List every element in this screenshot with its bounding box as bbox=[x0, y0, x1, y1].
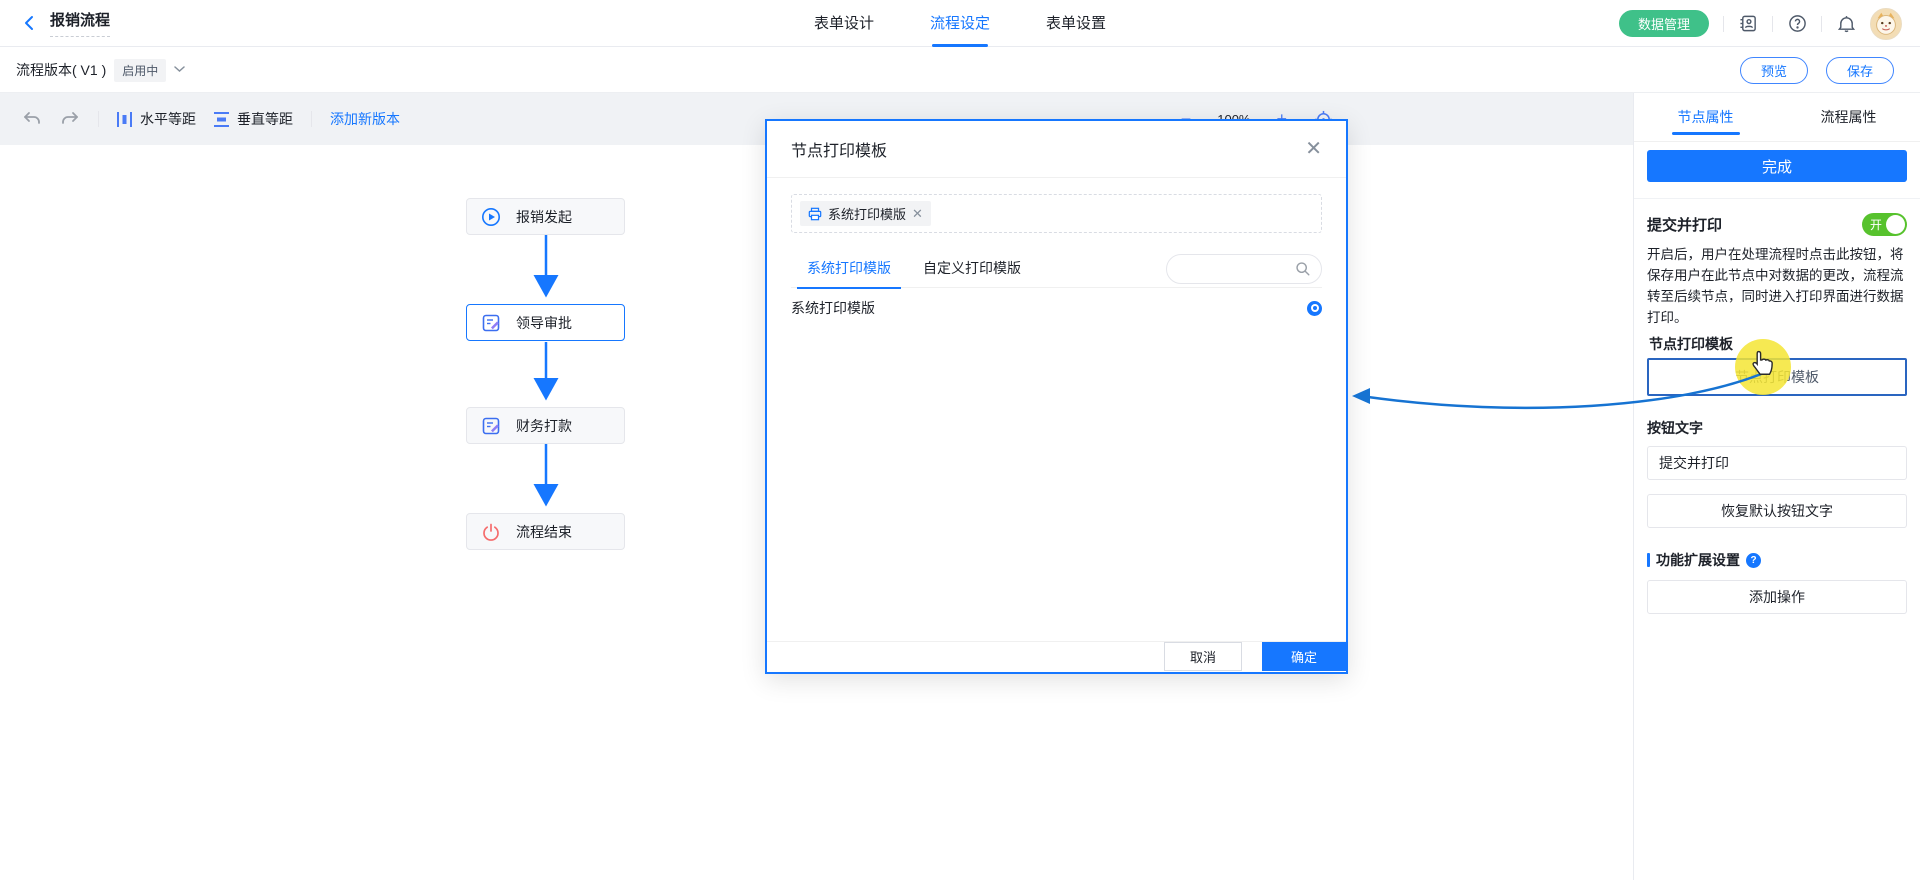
power-icon bbox=[483, 523, 499, 541]
save-button[interactable]: 保存 bbox=[1825, 56, 1894, 84]
question-icon[interactable]: ? bbox=[1746, 552, 1761, 568]
add-action-button[interactable]: 添加操作 bbox=[1647, 580, 1907, 614]
undo-icon[interactable] bbox=[22, 109, 42, 129]
tab-flow-settings[interactable]: 流程设定 bbox=[930, 0, 990, 47]
extension-label: 功能扩展设置 bbox=[1656, 552, 1740, 568]
button-text-input[interactable] bbox=[1647, 446, 1907, 480]
page-title[interactable]: 报销流程 bbox=[50, 9, 111, 37]
divider bbox=[98, 111, 99, 127]
play-icon bbox=[482, 207, 500, 226]
tab-custom-template[interactable]: 自定义打印模版 bbox=[923, 259, 1021, 276]
divider bbox=[1821, 15, 1822, 32]
avatar[interactable] bbox=[1870, 7, 1902, 40]
tag-remove-icon[interactable]: ✕ bbox=[912, 205, 923, 221]
search-input[interactable] bbox=[1166, 254, 1322, 284]
back-icon[interactable] bbox=[20, 13, 40, 33]
tab-form-settings[interactable]: 表单设置 bbox=[1046, 15, 1107, 32]
cancel-button[interactable]: 取消 bbox=[1164, 642, 1242, 671]
preview-button[interactable]: 预览 bbox=[1739, 56, 1808, 84]
node-print-template-modal: 节点打印模板 ✕ 系统打印模版 ✕ 系统打印模版 自定义打印模版 bbox=[765, 119, 1348, 674]
template-tag[interactable]: 系统打印模版 ✕ bbox=[800, 201, 931, 226]
divider bbox=[1634, 198, 1920, 199]
tab-system-template[interactable]: 系统打印模版 bbox=[791, 252, 907, 289]
data-manage-button[interactable]: 数据管理 bbox=[1618, 10, 1709, 37]
toggle-knob bbox=[1886, 215, 1905, 234]
help-icon[interactable] bbox=[1787, 14, 1807, 34]
template-list-item[interactable]: 系统打印模版 bbox=[791, 288, 1322, 328]
version-label: 流程版本( V1 ) bbox=[16, 62, 107, 78]
modal-tabs: 系统打印模版 自定义打印模版 bbox=[791, 252, 1322, 289]
node-payment[interactable]: 财务打款 bbox=[466, 407, 625, 444]
node-end[interactable]: 流程结束 bbox=[466, 513, 625, 550]
submit-print-description: 开启后，用户在处理流程时点击此按钮，将保存用户在此节点中对数据的更改，流程流转至… bbox=[1647, 247, 1904, 325]
complete-button[interactable]: 完成 bbox=[1647, 150, 1907, 182]
confirm-button[interactable]: 确定 bbox=[1262, 642, 1346, 671]
properties-panel: 节点属性 流程属性 完成 提交并打印 开 开启后，用户在处理流程时点击此按钮，将… bbox=[1633, 93, 1920, 880]
app-header: 报销流程 表单设计 流程设定 表单设置 数据管理 bbox=[0, 0, 1920, 47]
divider bbox=[1723, 15, 1724, 32]
add-version-link[interactable]: 添加新版本 bbox=[330, 111, 400, 127]
button-text-label: 按钮文字 bbox=[1647, 420, 1703, 436]
divider bbox=[311, 111, 312, 127]
tab-node-properties[interactable]: 节点属性 bbox=[1634, 93, 1777, 141]
redo-icon[interactable] bbox=[60, 109, 80, 129]
tab-flow-properties[interactable]: 流程属性 bbox=[1820, 109, 1877, 125]
v-distribute-button[interactable]: 垂直等距 bbox=[214, 109, 293, 129]
bell-icon[interactable] bbox=[1836, 14, 1856, 34]
reset-button-text[interactable]: 恢复默认按钮文字 bbox=[1647, 494, 1907, 528]
node-approve[interactable]: 领导审批 bbox=[466, 304, 625, 341]
node-template-button[interactable]: 节点打印模板 bbox=[1647, 358, 1907, 396]
header-tabs: 表单设计 流程设定 表单设置 bbox=[814, 0, 1106, 47]
version-bar: 流程版本( V1 ) 启用中 预览 保存 bbox=[0, 47, 1920, 93]
modal-title: 节点打印模板 bbox=[791, 143, 888, 160]
divider bbox=[1772, 15, 1773, 32]
v-distribute-icon bbox=[214, 111, 229, 127]
contacts-icon[interactable] bbox=[1738, 14, 1758, 34]
node-template-label: 节点打印模板 bbox=[1649, 336, 1733, 352]
chevron-down-icon[interactable] bbox=[174, 64, 185, 76]
tab-form-design[interactable]: 表单设计 bbox=[813, 15, 874, 32]
selected-templates-box: 系统打印模版 ✕ bbox=[791, 194, 1322, 233]
status-badge: 启用中 bbox=[114, 58, 167, 82]
edit-icon bbox=[482, 417, 500, 434]
close-icon[interactable]: ✕ bbox=[1305, 138, 1322, 160]
edit-icon bbox=[482, 314, 500, 331]
submit-print-toggle[interactable]: 开 bbox=[1862, 213, 1907, 236]
h-distribute-button[interactable]: 水平等距 bbox=[117, 109, 196, 129]
section-bar bbox=[1647, 553, 1650, 567]
node-start[interactable]: 报销发起 bbox=[466, 198, 625, 235]
search-icon bbox=[1296, 262, 1310, 276]
radio-selected[interactable] bbox=[1307, 300, 1322, 316]
submit-print-label: 提交并打印 bbox=[1647, 217, 1723, 234]
h-distribute-icon bbox=[117, 111, 132, 127]
printer-icon bbox=[808, 207, 822, 220]
